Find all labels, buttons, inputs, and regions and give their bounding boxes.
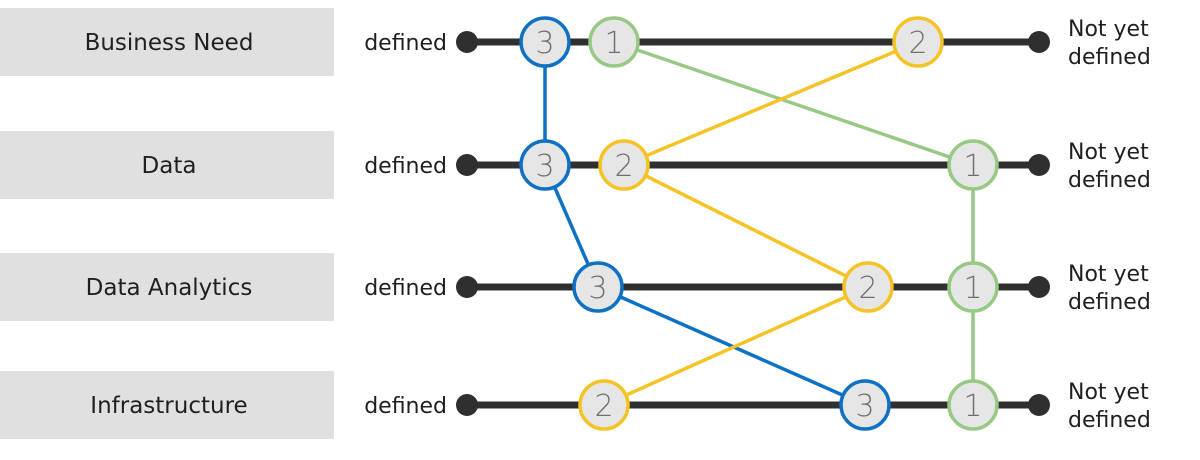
start-label: defined: [364, 394, 447, 419]
node-circle: [892, 16, 944, 68]
node-circle: [598, 139, 650, 191]
state-node-s1: 1: [947, 261, 999, 313]
track-start-dot: [456, 31, 478, 53]
connector-s2: [603, 285, 869, 407]
state-node-s3: 3: [839, 379, 891, 431]
connector-s3: [597, 285, 866, 407]
start-label: defined: [364, 31, 447, 56]
state-node-s2: 2: [842, 261, 894, 313]
node-number: 2: [908, 26, 927, 61]
end-label-line: Not yet: [1068, 17, 1149, 42]
node-number: 1: [604, 26, 623, 61]
node-circle: [947, 261, 999, 313]
node-number: 2: [858, 271, 877, 306]
node-number: 3: [535, 26, 554, 61]
track-end-dot: [1028, 276, 1050, 298]
track-end-dot: [1028, 154, 1050, 176]
row-label-box: [0, 131, 334, 199]
track-end-dot: [1028, 31, 1050, 53]
node-number: 2: [594, 389, 613, 424]
node-number: 2: [614, 149, 633, 184]
state-node-s3: 3: [519, 139, 571, 191]
node-number: 1: [963, 389, 982, 424]
node-circle: [519, 139, 571, 191]
state-node-s2: 2: [598, 139, 650, 191]
end-label-line: Not yet: [1068, 140, 1149, 165]
connector-s2: [623, 40, 919, 167]
node-number: 1: [963, 271, 982, 306]
row-label: Data Analytics: [86, 275, 253, 301]
row-label: Data: [142, 153, 197, 179]
track-start-dot: [456, 276, 478, 298]
row-label: Business Need: [85, 30, 254, 56]
row-label-box: [0, 371, 334, 439]
end-label-line: Not yet: [1068, 380, 1149, 405]
state-node-s1: 1: [947, 139, 999, 191]
end-label-line: Not yet: [1068, 262, 1149, 287]
state-node-s2: 2: [578, 379, 630, 431]
node-number: 1: [963, 149, 982, 184]
state-node-s1: 1: [588, 16, 640, 68]
start-label: defined: [364, 154, 447, 179]
row-label: Infrastructure: [90, 393, 247, 419]
node-circle: [578, 379, 630, 431]
track-start-dot: [456, 394, 478, 416]
node-number: 3: [588, 271, 607, 306]
track-end-dot: [1028, 394, 1050, 416]
start-label: defined: [364, 276, 447, 301]
end-label-line: defined: [1068, 168, 1151, 193]
node-number: 3: [855, 389, 874, 424]
node-circle: [839, 379, 891, 431]
end-label-line: defined: [1068, 408, 1151, 433]
row-label-box: [0, 8, 334, 76]
state-node-s3: 3: [519, 16, 571, 68]
node-circle: [572, 261, 624, 313]
end-label-line: defined: [1068, 45, 1151, 70]
node-circle: [842, 261, 894, 313]
row-label-box: [0, 253, 334, 321]
connector-s2: [623, 163, 869, 289]
node-circle: [519, 16, 571, 68]
node-number: 3: [535, 149, 554, 184]
state-node-s2: 2: [892, 16, 944, 68]
node-circle: [588, 16, 640, 68]
node-circle: [947, 139, 999, 191]
connector-s1: [613, 40, 974, 167]
node-circle: [947, 379, 999, 431]
state-node-s1: 1: [947, 379, 999, 431]
state-node-s3: 3: [572, 261, 624, 313]
end-label-line: defined: [1068, 290, 1151, 315]
track-start-dot: [456, 154, 478, 176]
